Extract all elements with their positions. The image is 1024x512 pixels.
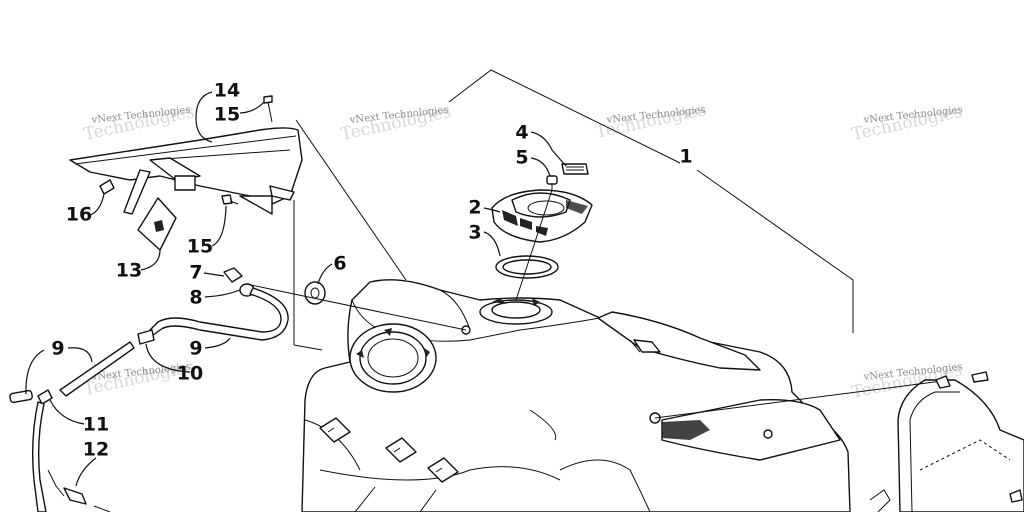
callout-9-hose: 9 [189, 338, 202, 360]
callout-7: 7 [189, 262, 202, 284]
drain-hose-assembly [9, 389, 111, 512]
callout-15-lower: 15 [187, 236, 213, 258]
callout-16: 16 [66, 204, 92, 226]
callout-2: 2 [468, 197, 481, 219]
cap-axis-line [515, 189, 553, 301]
cap-screw [546, 175, 558, 190]
callout-14: 14 [214, 80, 240, 102]
assembly-bracket [293, 69, 854, 351]
callout-4: 4 [515, 122, 528, 144]
callout-6: 6 [333, 253, 346, 275]
trim-bracket [69, 95, 303, 251]
callout-12: 12 [83, 439, 109, 461]
vent-hose-assembly [59, 267, 467, 397]
leader-lines [25, 91, 567, 487]
callout-10: 10 [177, 363, 203, 385]
fuel-cap [491, 189, 593, 243]
callout-3: 3 [468, 222, 481, 244]
callout-11: 11 [83, 414, 109, 436]
side-panel-right [654, 371, 1024, 512]
cap-label-decal [561, 163, 589, 175]
grommet [304, 281, 326, 305]
callout-5: 5 [515, 147, 528, 169]
fuel-tank [301, 279, 851, 512]
callout-labels: 1 2 3 4 5 6 7 8 9 9 10 11 12 13 14 15 15… [51, 80, 692, 461]
callout-13: 13 [116, 260, 142, 282]
callout-9-left: 9 [51, 338, 64, 360]
callout-8: 8 [189, 287, 202, 309]
callout-15-top: 15 [214, 104, 240, 126]
callout-1: 1 [679, 146, 692, 168]
